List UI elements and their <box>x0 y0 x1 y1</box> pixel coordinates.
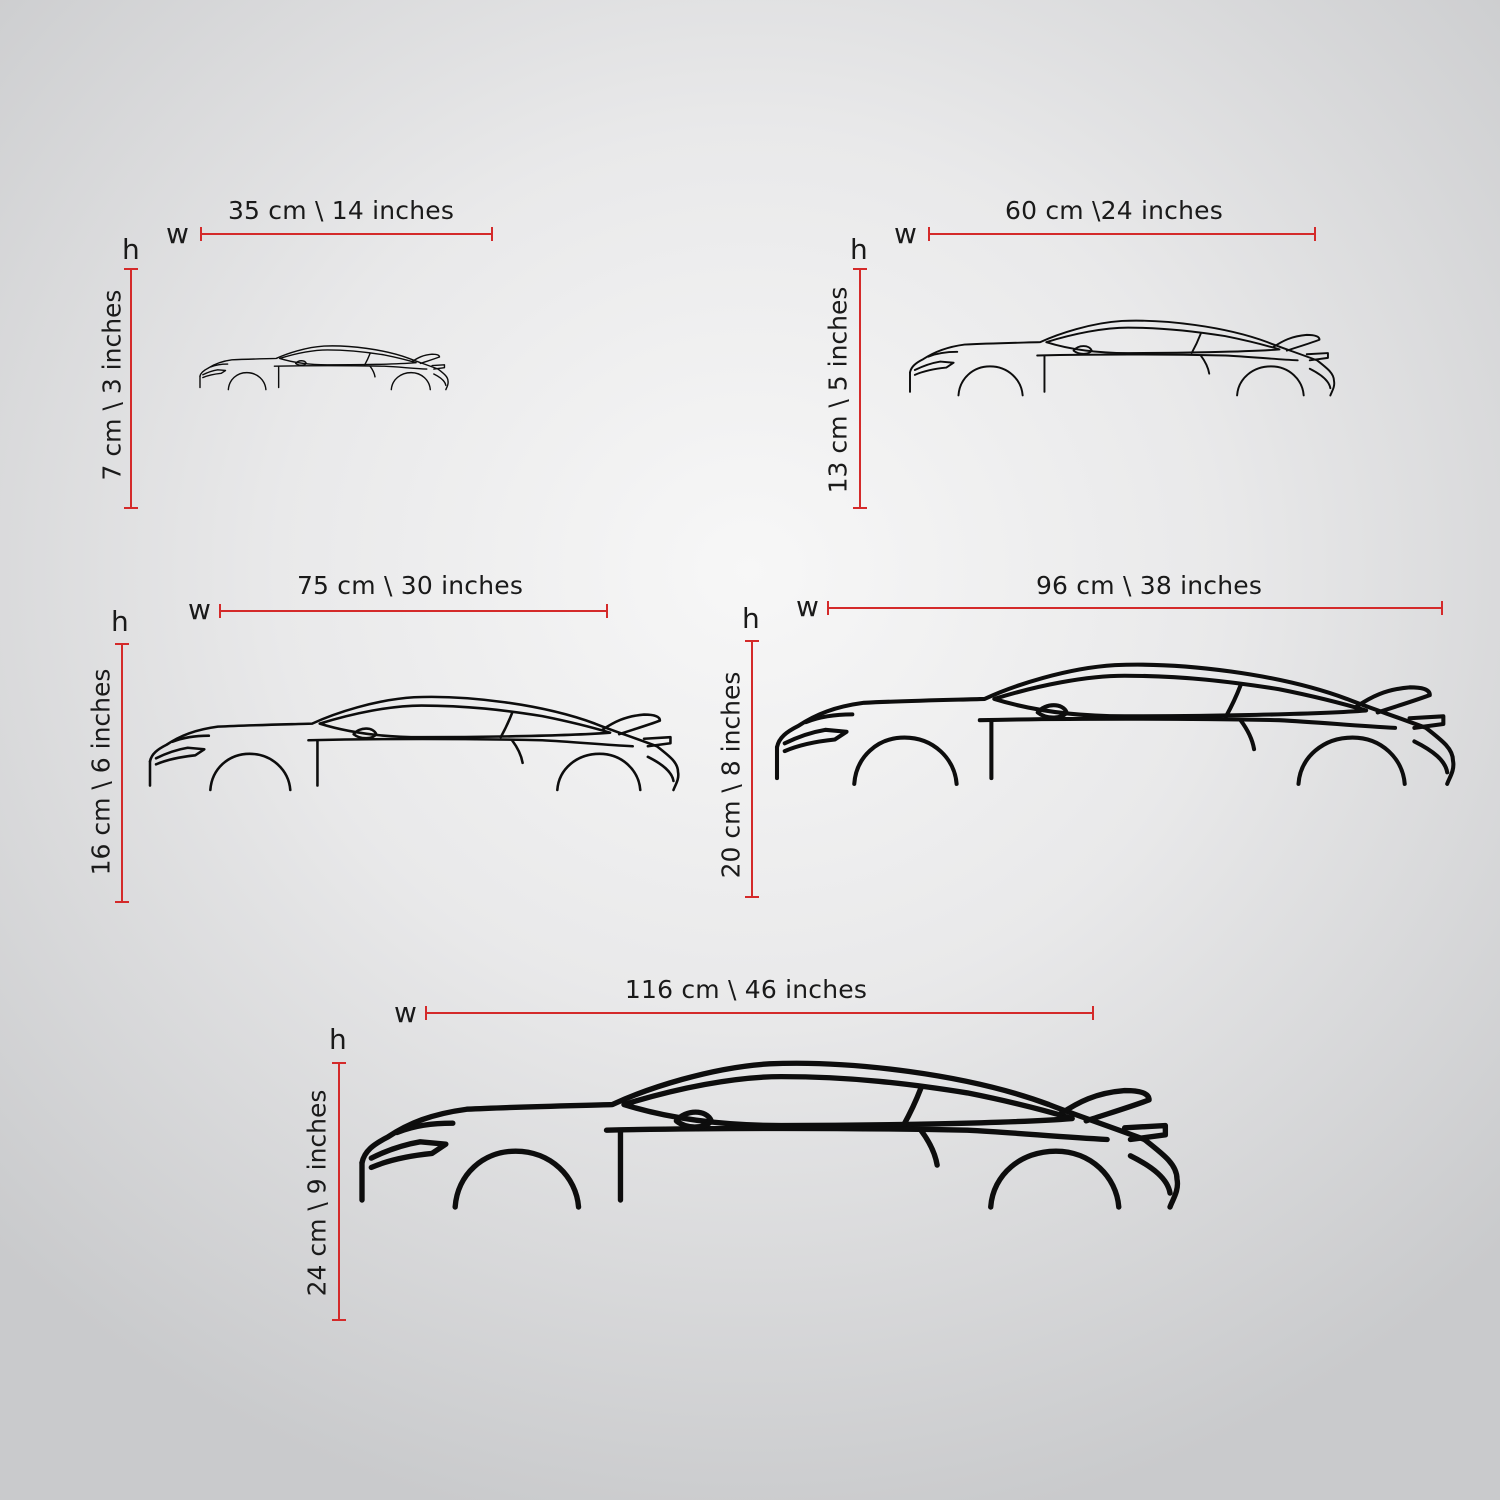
height-axis-letter: h <box>742 602 760 635</box>
width-dimension-line <box>827 601 1443 615</box>
car-silhouette <box>148 695 680 792</box>
height-label: 7 cm \ 3 inches <box>97 289 127 481</box>
height-axis-letter: h <box>850 233 868 266</box>
height-axis-letter: h <box>122 233 140 266</box>
car-silhouette <box>909 319 1336 397</box>
width-axis-letter: w <box>796 590 819 623</box>
height-axis-letter: h <box>111 605 129 638</box>
height-dimension-line <box>332 1062 346 1321</box>
width-label: 96 cm \ 38 inches <box>1035 571 1263 600</box>
width-label: 75 cm \ 30 inches <box>296 571 524 600</box>
height-axis-letter: h <box>329 1023 347 1056</box>
width-label: 60 cm \24 inches <box>1005 196 1223 225</box>
width-axis-letter: w <box>394 996 417 1029</box>
width-label: 116 cm \ 46 inches <box>624 975 868 1004</box>
height-dimension-line <box>124 268 138 509</box>
height-label: 24 cm \ 9 inches <box>302 1089 332 1297</box>
height-label: 16 cm \ 6 inches <box>86 668 116 876</box>
car-silhouette <box>199 345 449 391</box>
width-axis-letter: w <box>188 593 211 626</box>
width-dimension-line <box>425 1006 1094 1020</box>
width-axis-letter: w <box>166 217 189 250</box>
width-dimension-line <box>219 604 608 618</box>
car-silhouette <box>362 1053 1177 1219</box>
width-dimension-line <box>200 227 493 241</box>
height-dimension-line <box>853 268 867 509</box>
height-dimension-line <box>745 640 759 898</box>
height-label: 20 cm \ 8 inches <box>716 671 746 879</box>
height-label: 13 cm \ 5 inches <box>823 286 853 494</box>
car-silhouette <box>777 656 1453 794</box>
width-dimension-line <box>928 227 1316 241</box>
width-axis-letter: w <box>894 217 917 250</box>
height-dimension-line <box>115 643 129 903</box>
width-label: 35 cm \ 14 inches <box>227 196 455 225</box>
